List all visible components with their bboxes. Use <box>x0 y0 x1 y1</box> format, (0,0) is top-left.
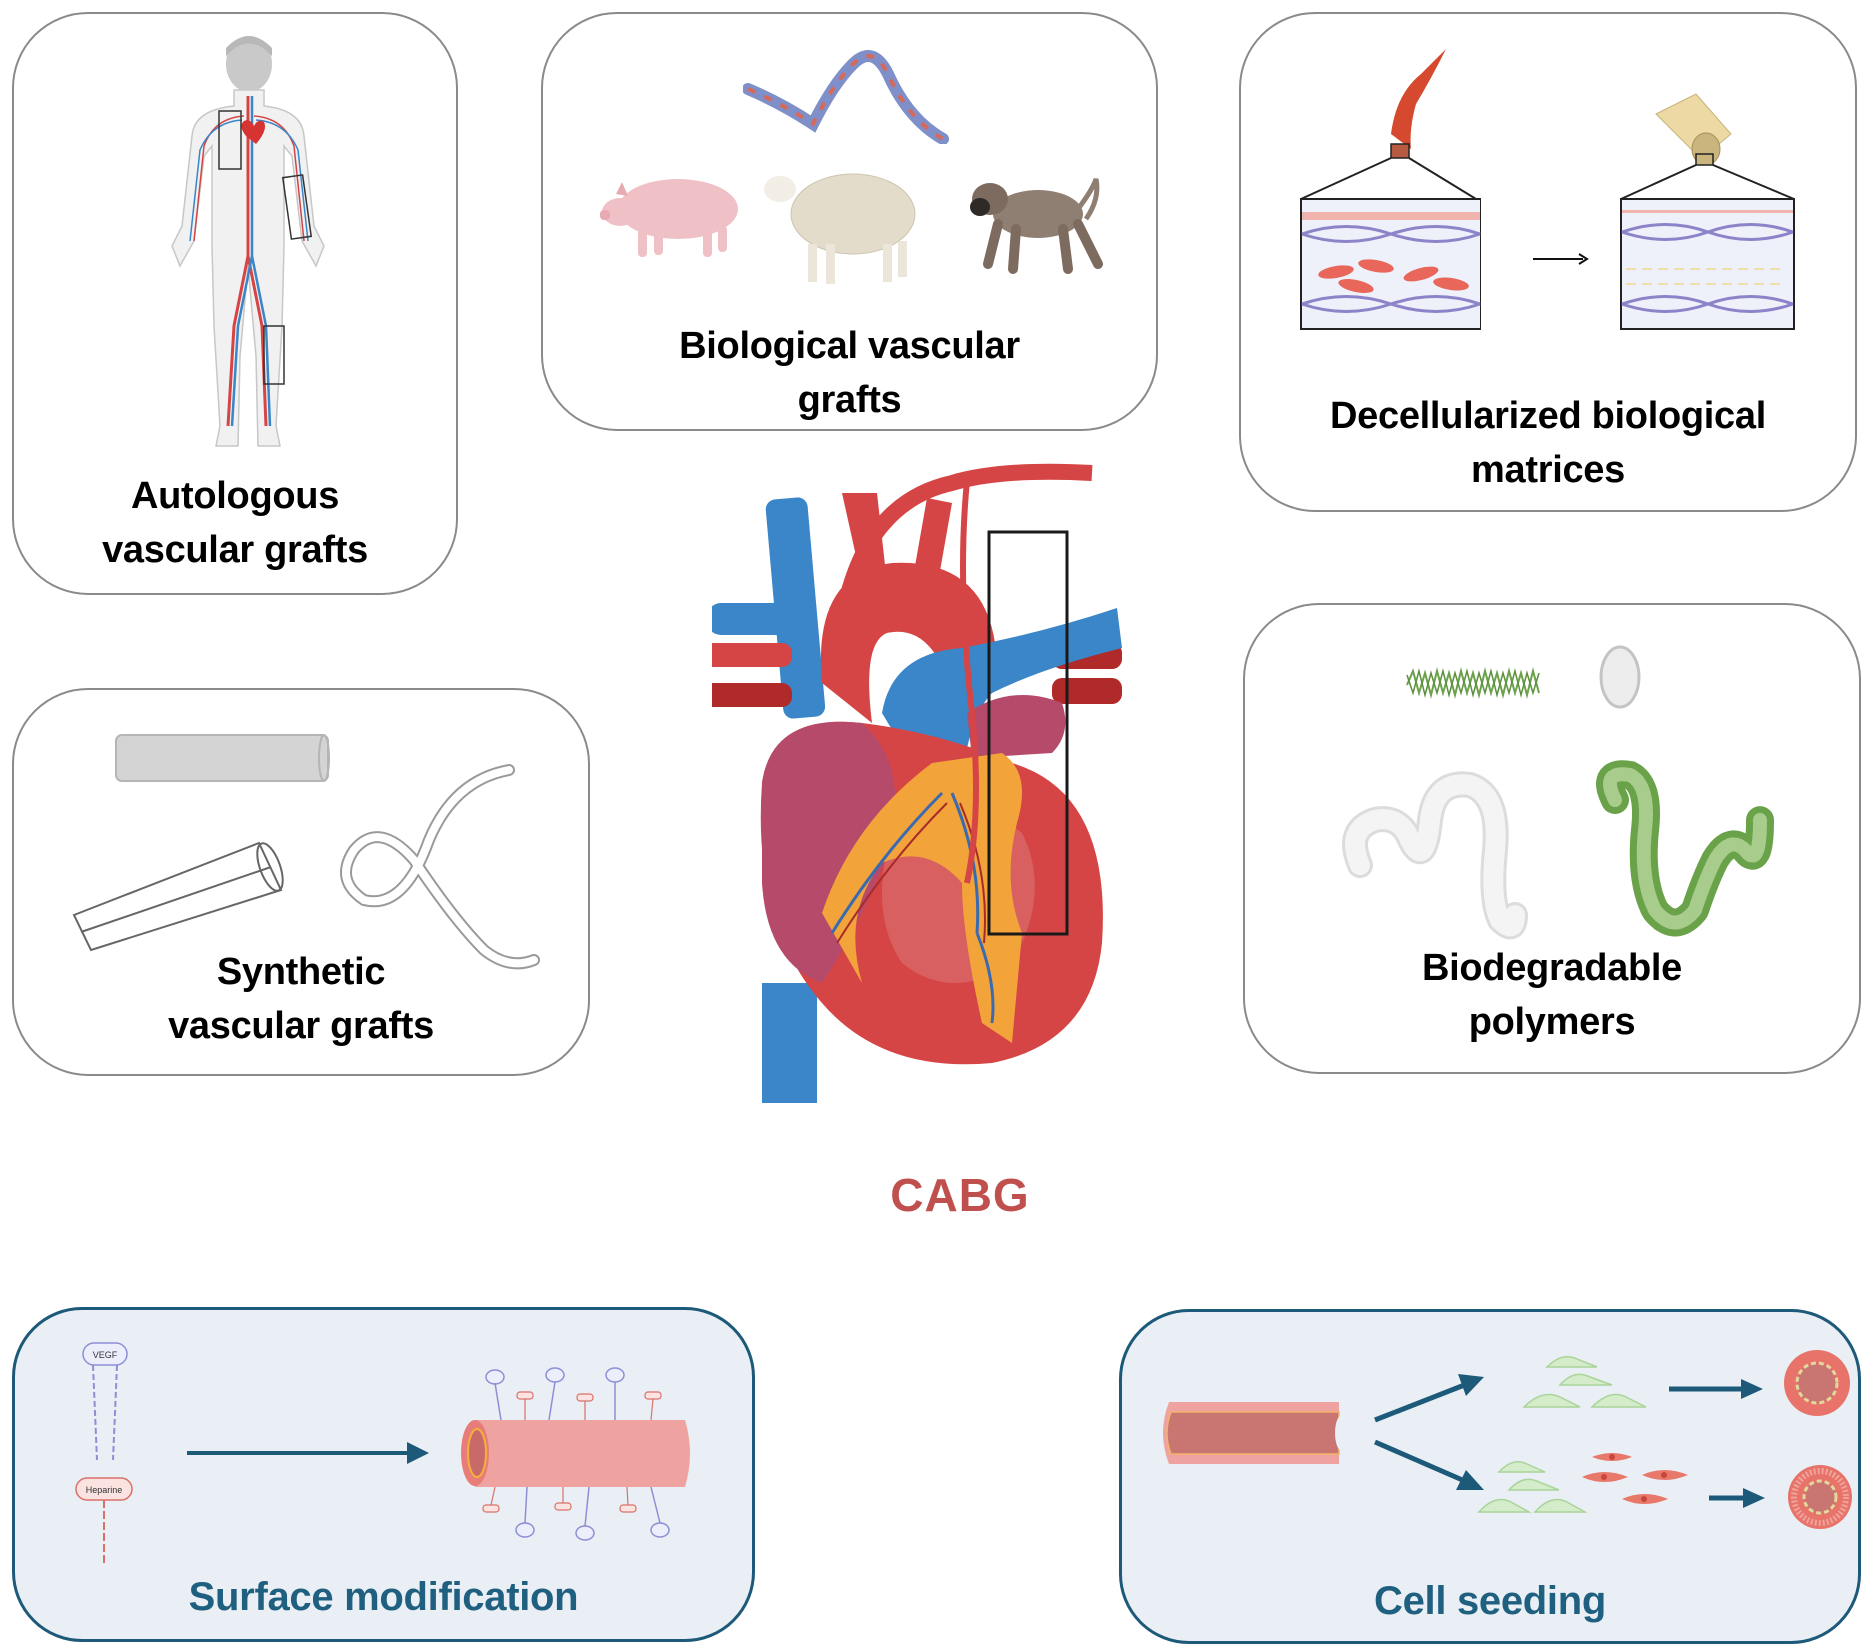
decellularize-arrow-icon <box>1533 253 1589 265</box>
panel-biodegradable-polymers: Biodegradable polymers <box>1243 603 1861 1074</box>
vegf-label: VEGF <box>93 1350 118 1360</box>
title-line-1: Decellularized biological <box>1330 395 1766 437</box>
looped-tube-icon <box>340 764 540 970</box>
panel-synthetic-grafts: Synthetic vascular grafts <box>12 688 590 1076</box>
panel-title: Biological vascular grafts <box>543 319 1156 427</box>
native-artery-icon <box>1300 49 1481 330</box>
title-line-2: grafts <box>797 379 902 421</box>
title-line-2: polymers <box>1468 1001 1636 1043</box>
graft-highlight-box <box>987 530 1069 936</box>
panel-biological-grafts: Biological vascular grafts <box>541 12 1158 431</box>
title-line-1: Autologous <box>130 475 340 517</box>
vessel-tube-icon <box>1163 1402 1342 1464</box>
panel-title: Synthetic vascular grafts <box>14 945 588 1053</box>
panel-autologous-grafts: Autologous vascular grafts <box>12 12 458 595</box>
fibrous-tube-icon <box>1596 760 1774 937</box>
title-line-1: Biodegradable <box>1421 947 1683 989</box>
panel-title: Autologous vascular grafts <box>14 469 456 577</box>
panel-title: Cell seeding <box>1373 1579 1607 1623</box>
pig-icon <box>600 179 738 257</box>
clear-tube-icon <box>72 841 284 952</box>
title-line-2: matrices <box>1471 449 1625 491</box>
title-line-2: vascular grafts <box>168 1005 434 1047</box>
arrow-right-icon <box>1709 1488 1765 1508</box>
sheep-icon <box>764 173 916 284</box>
smooth-muscle-cells-icon <box>1582 1453 1688 1504</box>
cabg-label: CABG <box>890 1169 1030 1221</box>
baboon-icon <box>970 178 1103 274</box>
grey-tube-icon <box>115 734 330 782</box>
title-line-2: vascular grafts <box>102 529 368 571</box>
endothelial-cells-icon <box>1477 1461 1587 1513</box>
twisted-vessel-icon <box>743 50 949 144</box>
seeded-vessel-cross-section-icon <box>1788 1465 1852 1529</box>
heparine-label: Heparine <box>86 1485 123 1495</box>
human-body-vasculature-icon <box>171 36 325 447</box>
vegf-molecule-icon: VEGF <box>82 1342 128 1461</box>
decellularized-tube-icon <box>1620 93 1795 330</box>
panel-cell-seeding: Cell seeding <box>1119 1309 1861 1644</box>
pellet-icon <box>1599 645 1641 709</box>
panel-title: Surface modification <box>188 1575 579 1619</box>
heart-cabg-icon <box>712 463 1122 1103</box>
endothelial-cells-icon <box>1522 1356 1647 1408</box>
heparine-molecule-icon: Heparine <box>75 1477 133 1563</box>
panel-decellularized-matrices: Decellularized biological matrices <box>1239 12 1857 512</box>
panel-title: Decellularized biological matrices <box>1241 389 1855 497</box>
seeded-vessel-cross-section-icon <box>1784 1350 1850 1416</box>
panel-surface-modification: VEGF Heparine Surface modification <box>12 1307 755 1642</box>
title-line-1: Synthetic <box>216 951 386 993</box>
modified-vessel-icon <box>461 1367 690 1541</box>
branch-arrows-icon <box>1374 1374 1484 1490</box>
arrow-right-icon <box>1669 1379 1763 1399</box>
title-line-1: Biological vascular <box>679 325 1020 367</box>
hydrogel-tube-icon <box>1342 771 1528 940</box>
fiber-mesh-icon <box>1406 667 1540 699</box>
panel-title: Biodegradable polymers <box>1245 941 1859 1049</box>
arrow-right-icon <box>187 1442 429 1464</box>
